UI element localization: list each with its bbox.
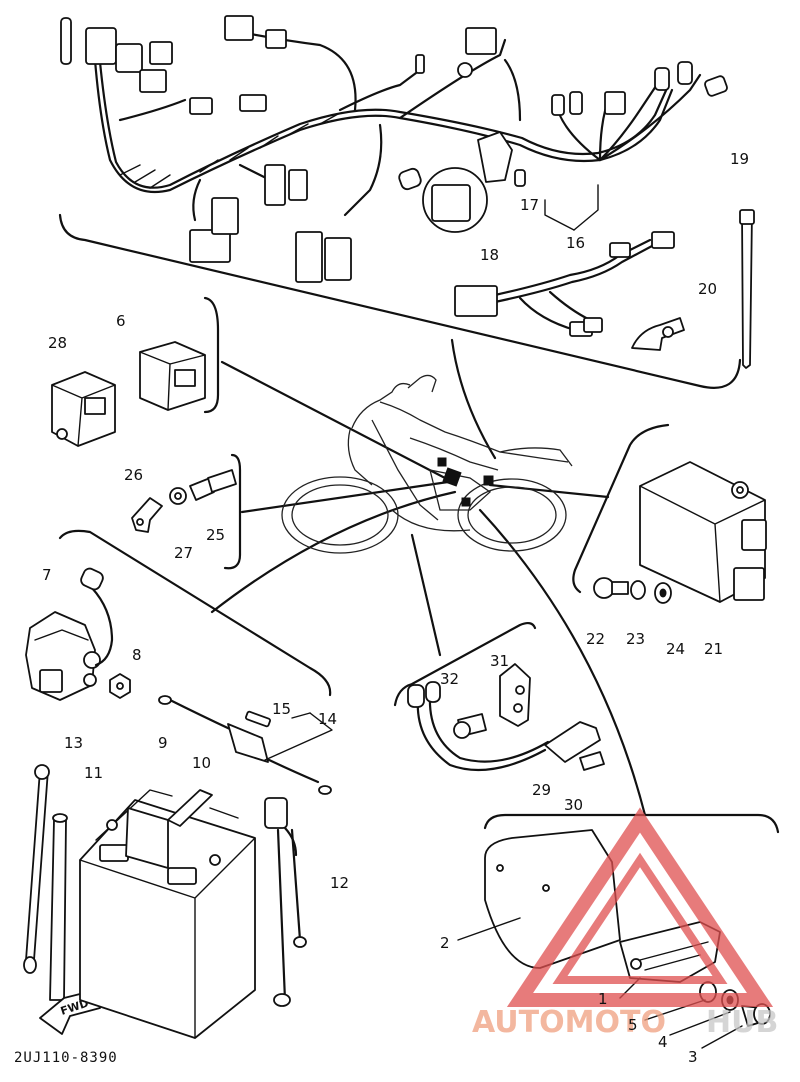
callout-7: 7 (42, 566, 52, 584)
callout-32: 32 (440, 670, 459, 688)
callout-1: 1 (598, 990, 608, 1008)
breather-hose-11 (49, 813, 68, 1001)
callout-30: 30 (564, 796, 583, 814)
callout-8: 8 (132, 646, 142, 664)
callout-10: 10 (192, 754, 211, 772)
callout-5: 5 (628, 1016, 638, 1034)
callout-27: 27 (174, 544, 193, 562)
callout-14: 14 (318, 710, 337, 728)
callout-18: 18 (480, 246, 499, 264)
callout-12: 12 (330, 874, 349, 892)
cdi-unit-21 (639, 461, 767, 603)
automotohub-watermark: AUTOMOTO HUB (472, 807, 778, 1040)
watermark-text-primary: AUTOMOTO (472, 1005, 666, 1040)
battery-strap-10 (125, 789, 213, 869)
cable-tie-19 (739, 209, 755, 369)
relay-28 (51, 371, 116, 447)
wire-harness-16 (60, 15, 728, 283)
callout-25: 25 (206, 526, 225, 544)
sub-harness-18 (454, 231, 675, 337)
flasher-relay-6 (139, 341, 206, 411)
nut-8 (109, 673, 131, 699)
battery-9 (79, 789, 256, 1039)
clamp-20 (631, 317, 685, 351)
callout-15: 15 (272, 700, 291, 718)
callout-17: 17 (520, 196, 539, 214)
bracket-bolt-set (131, 469, 237, 533)
cdi-hardware (593, 577, 672, 604)
sensor-bracket-set (407, 663, 605, 772)
watermark-logo-inner (552, 852, 728, 984)
callout-23: 23 (626, 630, 645, 648)
callout-31: 31 (490, 652, 509, 670)
leader-lines (210, 338, 647, 817)
callout-20: 20 (698, 280, 717, 298)
starter-relay-7 (25, 567, 114, 701)
cable-13 (23, 764, 50, 974)
watermark-logo-outer (506, 807, 774, 1007)
callout-2: 2 (440, 934, 450, 952)
callout-21: 21 (704, 640, 723, 658)
callout-28: 28 (48, 334, 67, 352)
motorcycle-outline (281, 374, 573, 554)
lead-12 (264, 797, 307, 1007)
callout-26: 26 (124, 466, 143, 484)
callout-29: 29 (532, 781, 551, 799)
callout-11: 11 (84, 764, 103, 782)
callout-19: 19 (730, 150, 749, 168)
callout-9: 9 (158, 734, 168, 752)
group-boundaries (58, 213, 780, 834)
callout-4: 4 (658, 1033, 668, 1051)
callout-24: 24 (666, 640, 685, 658)
drawing-code: 2UJ110-8390 (14, 1050, 118, 1066)
switch-14-15 (158, 695, 332, 795)
callout-6: 6 (116, 312, 126, 330)
callout-16: 16 (566, 234, 585, 252)
watermark-text-secondary: HUB (706, 1005, 778, 1040)
callout-13: 13 (64, 734, 83, 752)
callout-numbers: 1 2 3 4 5 6 7 8 9 10 11 12 13 14 15 16 1… (42, 150, 749, 1066)
callout-22: 22 (586, 630, 605, 648)
callout-3: 3 (688, 1048, 698, 1066)
